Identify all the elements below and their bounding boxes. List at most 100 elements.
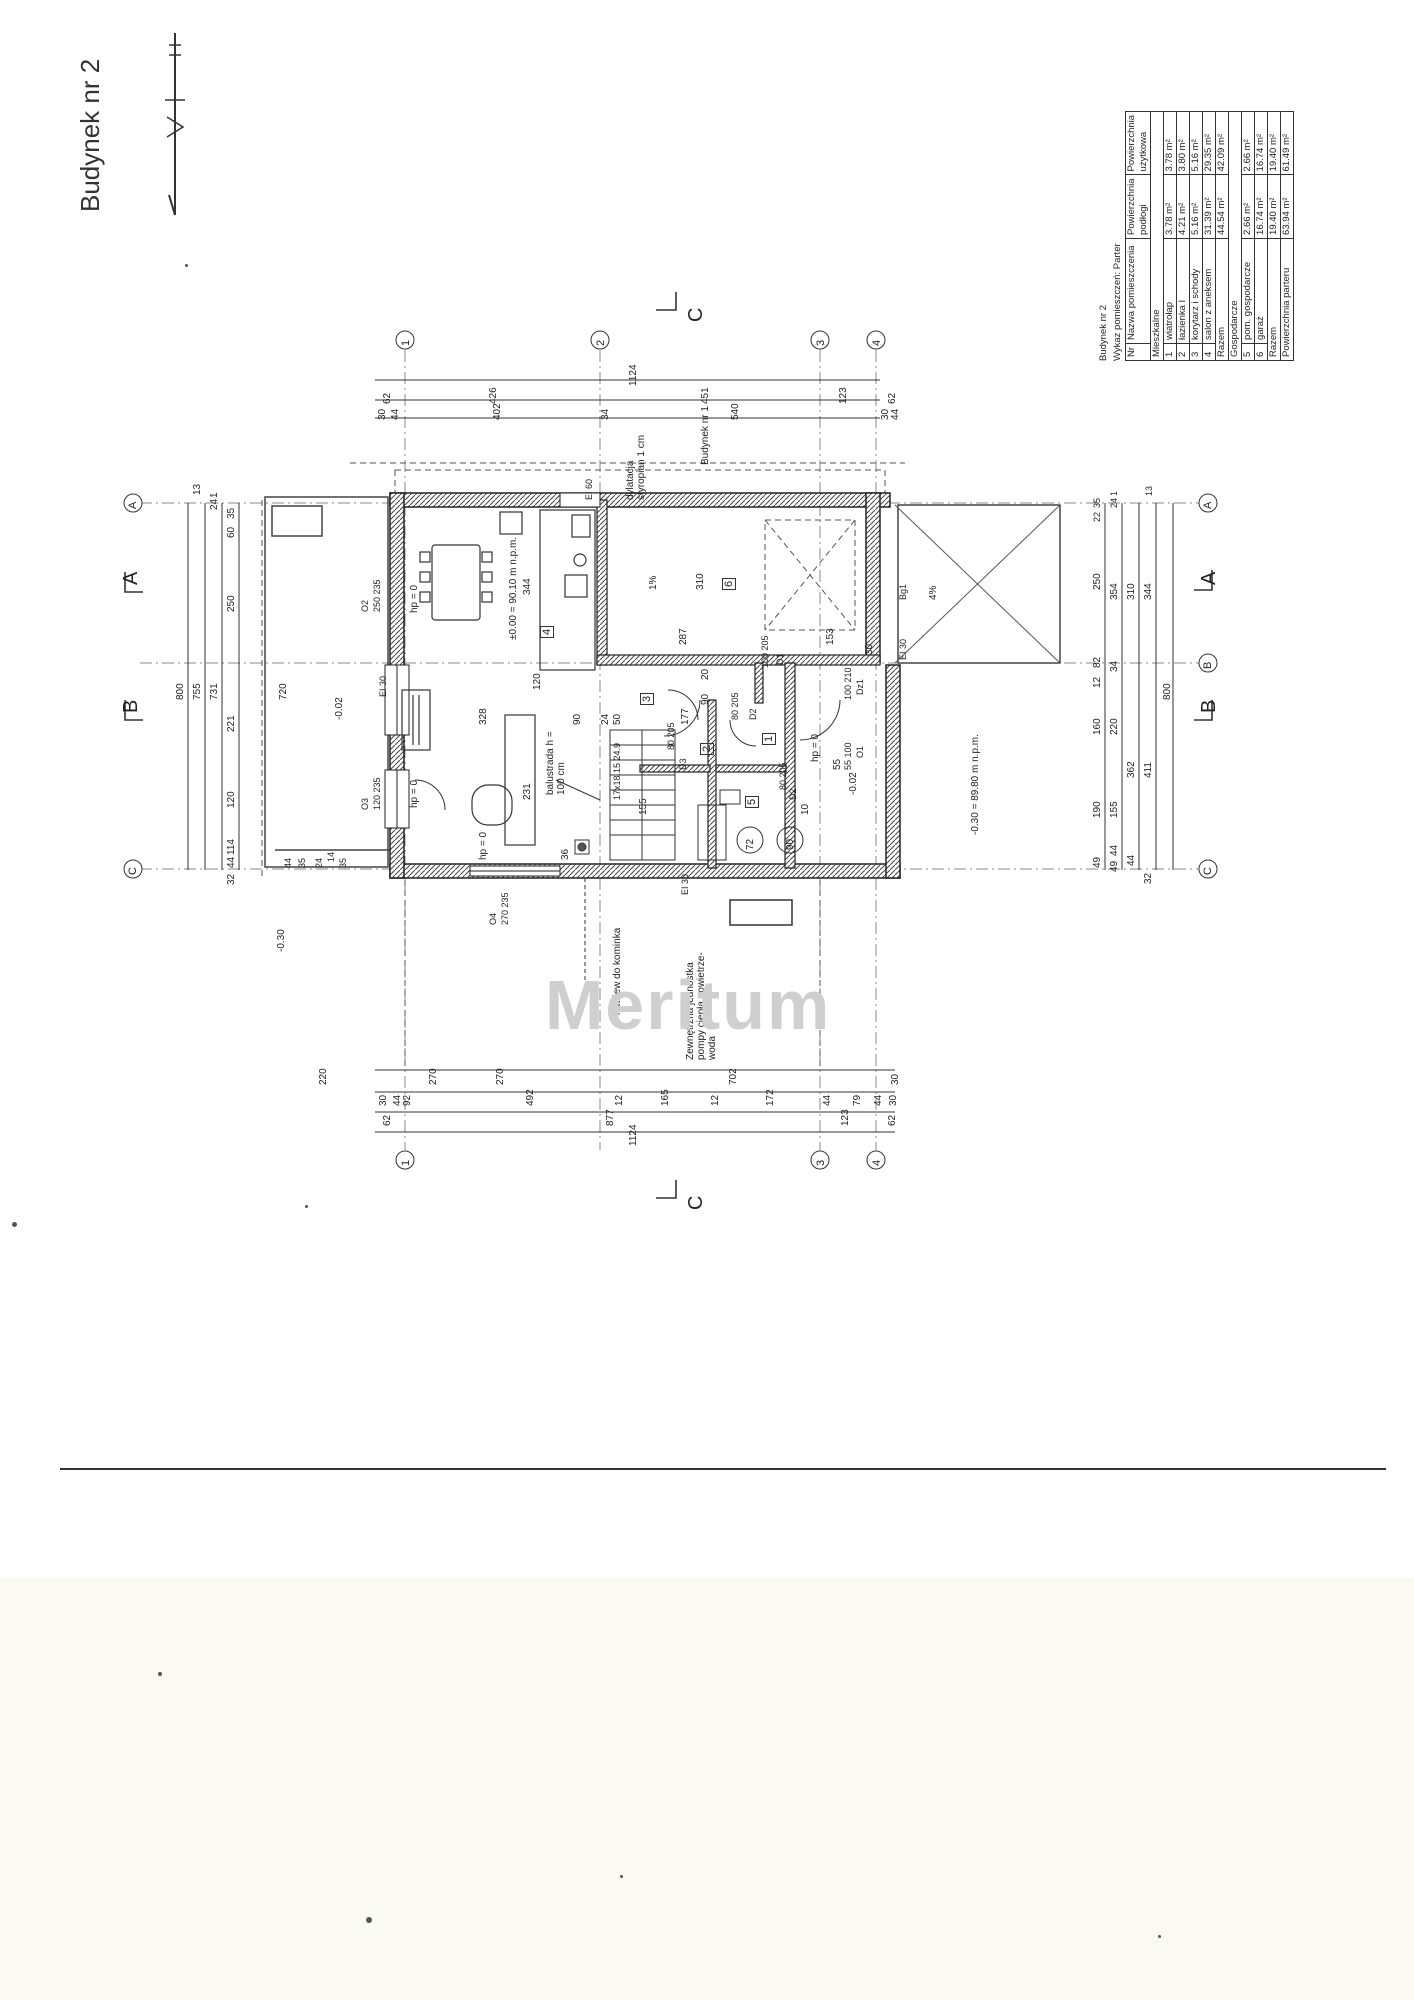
scan-lower-area — [0, 1578, 1414, 2000]
door-swings — [414, 689, 841, 811]
section-label: B — [1198, 699, 1220, 713]
section-markers — [124, 292, 1213, 1199]
level-terrace-label: -0.02 — [334, 697, 345, 720]
dimension-lines-top — [187, 379, 1174, 1133]
dim: 44 — [226, 856, 237, 868]
room-number: 2 — [700, 742, 714, 755]
sill-height-label: hp = 0 — [409, 779, 420, 808]
door-size: 80 205 — [778, 762, 788, 790]
dim: 123 — [840, 1109, 851, 1126]
sheet-separator-line — [60, 1468, 1386, 1470]
fire-rating-label: EI 30 — [378, 675, 388, 697]
dim: 35 — [226, 507, 237, 519]
sill-height-label: hp = 0 — [810, 733, 821, 762]
stairs-label: 17x18.15 24.9 — [612, 742, 622, 800]
bathroom-fixtures — [697, 789, 804, 861]
level-garage-label: -0.02 — [848, 772, 859, 795]
dim: 44 — [873, 1094, 884, 1106]
dim: 79 — [852, 1094, 863, 1106]
section-label: C — [685, 307, 707, 322]
dim: 220 — [318, 1068, 329, 1085]
dim: 24 — [600, 713, 611, 725]
dim: 44 — [890, 408, 901, 420]
dim: 62 — [382, 1114, 393, 1126]
expansion-joint-label: dylatacja styropian 1 cm — [625, 434, 647, 500]
dim: 62 — [887, 1114, 898, 1126]
dim: 62 — [887, 392, 898, 404]
dim: 426 — [488, 387, 499, 404]
room-number: 5 — [745, 795, 759, 808]
dim: 44 — [1126, 854, 1137, 866]
floor-plan-drawing — [123, 292, 1218, 1199]
dim: 30 — [888, 1094, 899, 1106]
dim: 250 — [1092, 573, 1103, 590]
dim: 62 — [382, 392, 393, 404]
axis-label: 1 — [400, 1159, 412, 1166]
door-size: 100 210 — [843, 667, 853, 700]
dim: 877 — [605, 1109, 616, 1126]
dim: 90 — [572, 713, 583, 725]
dim-total: 1124 — [628, 364, 639, 386]
dim: 344 — [1143, 583, 1154, 600]
fire-rating-label: EI 60 — [584, 478, 594, 500]
door-size: 80 205 — [666, 722, 676, 750]
dim: 34 — [1109, 660, 1120, 672]
axis-label: C — [1202, 867, 1214, 875]
dim: 90 — [785, 838, 796, 850]
opening-tag: O3 — [360, 797, 370, 810]
dim: 220 — [1109, 718, 1120, 735]
dim: 12 — [614, 1094, 625, 1106]
door-tag: D2 — [748, 708, 758, 720]
dim: 30 — [890, 1073, 901, 1085]
dim: 411 — [1143, 762, 1154, 778]
fire-rating-label: EI 30 — [898, 638, 908, 660]
dim: 755 — [192, 683, 203, 700]
dim: 190 — [1092, 801, 1103, 818]
dim: 10 — [800, 803, 811, 815]
dim: 354 — [1109, 583, 1120, 600]
room-number: 4 — [540, 625, 554, 638]
fire-rating-label: EI 30 — [680, 873, 690, 895]
dim: 155 — [638, 798, 649, 815]
dim: 35 — [338, 857, 348, 868]
dim: 49 — [1092, 856, 1103, 868]
dim: 44 — [822, 1094, 833, 1106]
opening-size: 270 235 — [500, 892, 510, 925]
dim: 13 — [1144, 485, 1154, 496]
axis-label: B — [1202, 661, 1214, 669]
dim: 1 — [209, 492, 220, 498]
dim: 362 — [1126, 761, 1137, 778]
dim: 328 — [478, 708, 489, 725]
adjacent-building-label: Budynek nr 1 — [700, 406, 711, 465]
dim: 32 — [226, 873, 237, 885]
slope-label: 1% — [648, 575, 659, 590]
garage-drain — [764, 519, 856, 631]
door-tag: D1 — [775, 653, 785, 665]
watermark-text: Meritum — [545, 966, 832, 1044]
dim: 153 — [825, 628, 836, 645]
dim: 30 — [377, 408, 388, 420]
dim: 20 — [700, 668, 711, 680]
dim: 1 — [1109, 490, 1119, 496]
dim: 492 — [525, 1089, 536, 1106]
room-number: 3 — [640, 692, 654, 705]
axis-bubbles — [123, 330, 1218, 1170]
dim: 44 — [1109, 844, 1120, 856]
dim: 36 — [560, 848, 571, 860]
dim: 165 — [660, 1089, 671, 1106]
room-number: 6 — [722, 577, 736, 590]
dim: 114 — [226, 839, 237, 855]
dim: 90 — [700, 693, 711, 705]
dim: 177 — [680, 708, 691, 725]
slope-label: 4% — [928, 585, 939, 600]
dim: 270 — [428, 1068, 439, 1085]
dim: 231 — [522, 783, 533, 800]
dim: 12 — [1092, 676, 1103, 688]
axis-label: 4 — [871, 1159, 883, 1166]
dim: 14 — [326, 851, 336, 862]
door-tag: D3 — [678, 758, 688, 770]
opening-tag: O4 — [488, 912, 498, 925]
dim: 24 — [314, 857, 324, 868]
dim: 310 — [1126, 583, 1137, 600]
